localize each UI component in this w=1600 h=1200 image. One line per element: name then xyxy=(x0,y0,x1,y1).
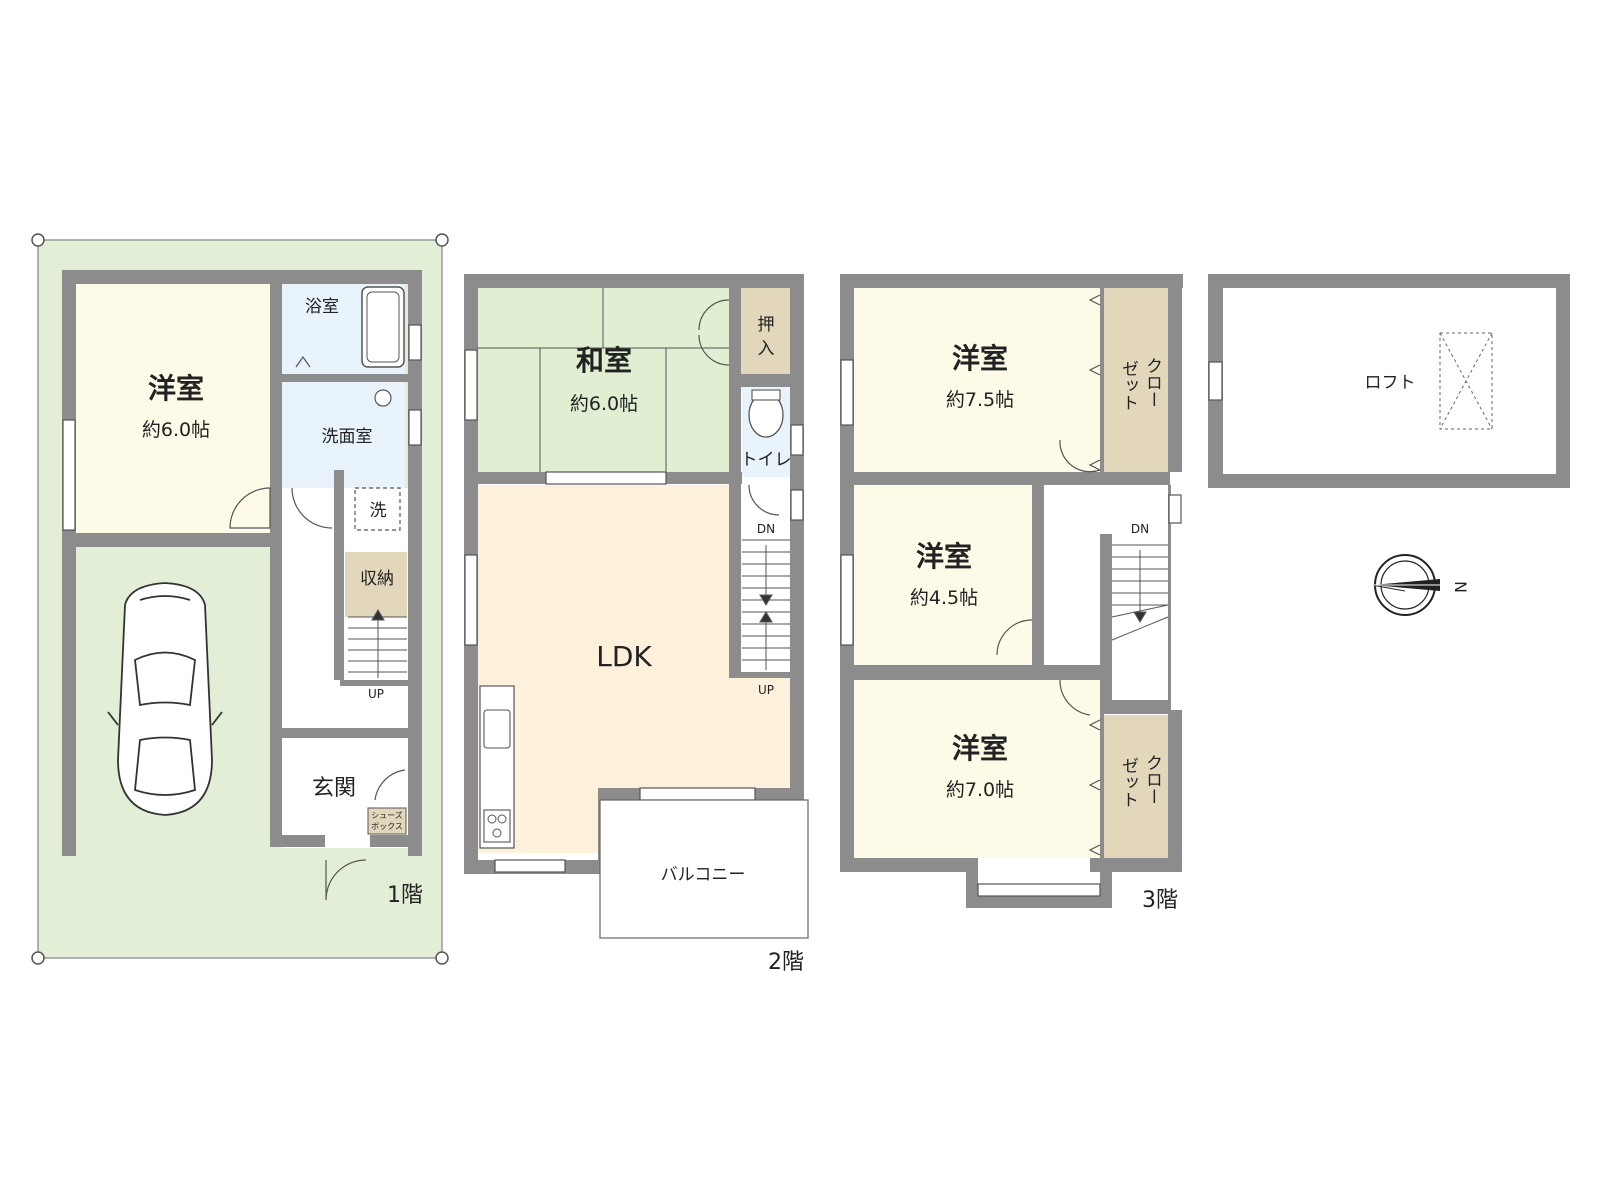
closet-label-1: 押 xyxy=(758,315,775,335)
room-storage-1f xyxy=(345,552,407,617)
room-label-washroom: 洗面室 xyxy=(322,427,373,447)
room-label-balcony: バルコニー xyxy=(661,865,746,885)
room-western-3c xyxy=(854,680,1102,858)
closet-label-col1: ゼット xyxy=(1118,360,1138,411)
room-name: 洋室 xyxy=(148,372,204,405)
windows-1f xyxy=(62,324,422,531)
room-label-toilet: トイレ xyxy=(741,450,792,470)
washer-space xyxy=(354,487,401,531)
room-name: 和室 xyxy=(576,344,632,377)
shoebox xyxy=(367,807,407,835)
shoebox-label-1: シューズ xyxy=(371,810,403,820)
room-name: 洋室 xyxy=(916,540,972,573)
closet-doors-2f xyxy=(698,299,780,516)
floor-2: 和室 約6.0帖 押 入 トイレ LDK DN UP バルコニー 2階 xyxy=(464,274,809,975)
room-label-ldk: LDK xyxy=(596,640,652,673)
room-label-washer: 洗 xyxy=(370,501,387,521)
tatami-lines xyxy=(477,288,729,472)
doors-1f xyxy=(229,355,406,901)
windows-3f xyxy=(840,359,1182,897)
car-icon xyxy=(107,582,223,816)
windows-2f xyxy=(464,349,804,873)
room-size: 約6.0帖 xyxy=(570,393,638,415)
floor-1: 洋室 約6.0帖 浴室 洗面室 洗 収納 UP 玄関 シューズ ボックス 1階 xyxy=(31,233,449,965)
bathtub-inner xyxy=(366,291,400,363)
lot-corner xyxy=(31,951,45,965)
lot-corner xyxy=(435,233,449,247)
stairs-1f xyxy=(348,609,407,678)
compass-north: N xyxy=(1451,581,1470,593)
stairs-2f-area xyxy=(740,485,790,675)
room-label-bath: 浴室 xyxy=(305,297,339,317)
closet-label-col2: クロー xyxy=(1142,754,1162,805)
loft-hatch xyxy=(1439,332,1493,430)
stairs-dn-label: DN xyxy=(757,522,775,536)
room-western-1f xyxy=(75,284,270,534)
room-name: 洋室 xyxy=(952,342,1008,375)
stairs-dn-label: DN xyxy=(1131,522,1149,536)
closet-3c xyxy=(1102,715,1168,858)
room-western-3a xyxy=(854,287,1102,472)
room-size: 約4.5帖 xyxy=(910,587,978,609)
floor-label-2f: 2階 xyxy=(768,950,804,975)
room-label-loft: ロフト xyxy=(1365,373,1416,393)
shoebox-label-2: ボックス xyxy=(371,822,403,831)
stairs-up-label: UP xyxy=(758,683,774,697)
closet-label-2: 入 xyxy=(758,339,775,359)
room-western-3b xyxy=(854,485,1032,665)
compass-icon: N xyxy=(1371,554,1470,616)
floor-3: 洋室 約7.5帖 洋室 約4.5帖 洋室 約7.0帖 ゼット クロー ゼット ク… xyxy=(840,274,1183,913)
room-size: 約6.0帖 xyxy=(142,419,210,441)
stairs-2f xyxy=(742,539,790,670)
room-label-storage: 収納 xyxy=(360,569,394,589)
loft-window xyxy=(1208,361,1223,401)
closet-label-col1: ゼット xyxy=(1118,757,1138,808)
balcony-area xyxy=(599,799,809,939)
loft-floor xyxy=(1223,288,1556,474)
doors-3f xyxy=(996,294,1101,856)
sink xyxy=(374,389,392,407)
lot-corner xyxy=(31,233,45,247)
floor-label-3f: 3階 xyxy=(1142,888,1178,913)
floor-label-1f: 1階 xyxy=(387,883,423,908)
closet-3a xyxy=(1102,287,1168,472)
bathtub xyxy=(361,286,405,368)
kitchen-sink-icon xyxy=(483,709,511,749)
stairs-3f xyxy=(1111,544,1169,641)
room-name: 洋室 xyxy=(952,732,1008,765)
lot-corner xyxy=(435,951,449,965)
loft: ロフト xyxy=(1208,274,1570,488)
room-size: 約7.0帖 xyxy=(946,779,1014,801)
room-label-entrance: 玄関 xyxy=(312,776,356,801)
stairs-up-label: UP xyxy=(368,687,384,701)
closet-label-col2: クロー xyxy=(1142,357,1162,408)
room-size: 約7.5帖 xyxy=(946,389,1014,411)
toilet-tank xyxy=(751,389,781,401)
